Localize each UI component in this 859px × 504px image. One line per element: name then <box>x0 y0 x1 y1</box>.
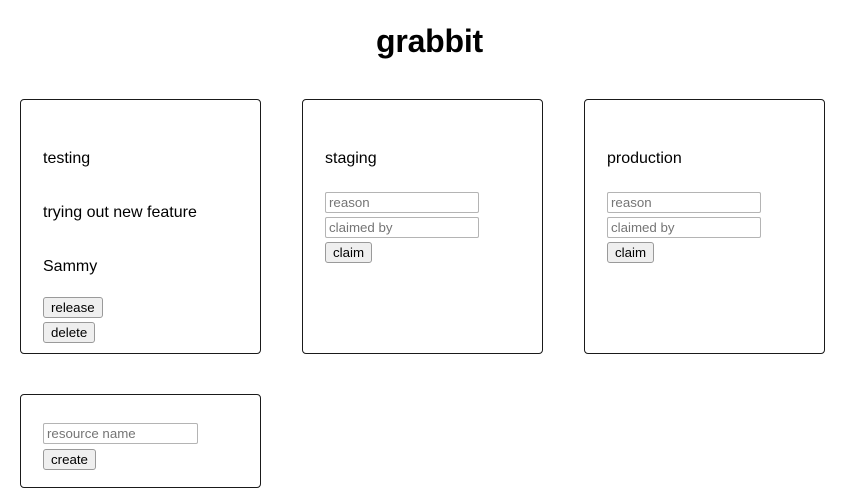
claim-button[interactable]: claim <box>325 242 373 263</box>
resource-reason: trying out new feature <box>43 204 197 221</box>
create-card-row: create <box>20 394 839 488</box>
reason-input[interactable] <box>325 192 479 213</box>
claim-button[interactable]: claim <box>607 242 655 263</box>
create-button[interactable]: create <box>43 449 96 470</box>
resource-card-row: testing trying out new feature Sammy rel… <box>20 99 839 354</box>
resource-name-input[interactable] <box>43 423 198 444</box>
resource-card-testing: testing trying out new feature Sammy rel… <box>20 99 261 354</box>
claimed-by-input[interactable] <box>325 217 479 238</box>
resource-name: staging <box>325 150 377 167</box>
release-button[interactable]: release <box>43 297 103 318</box>
resource-name: testing <box>43 150 91 167</box>
reason-input[interactable] <box>607 192 761 213</box>
resource-name: production <box>607 150 682 167</box>
resource-card-staging: staging claim <box>302 99 543 354</box>
claimed-by-input[interactable] <box>607 217 761 238</box>
resource-claimed-by: Sammy <box>43 258 98 275</box>
resource-board: testing trying out new feature Sammy rel… <box>20 99 839 488</box>
delete-button[interactable]: delete <box>43 322 96 343</box>
page-title: grabbit <box>375 23 484 59</box>
resource-card-production: production claim <box>584 99 825 354</box>
create-resource-card: create <box>20 394 261 488</box>
